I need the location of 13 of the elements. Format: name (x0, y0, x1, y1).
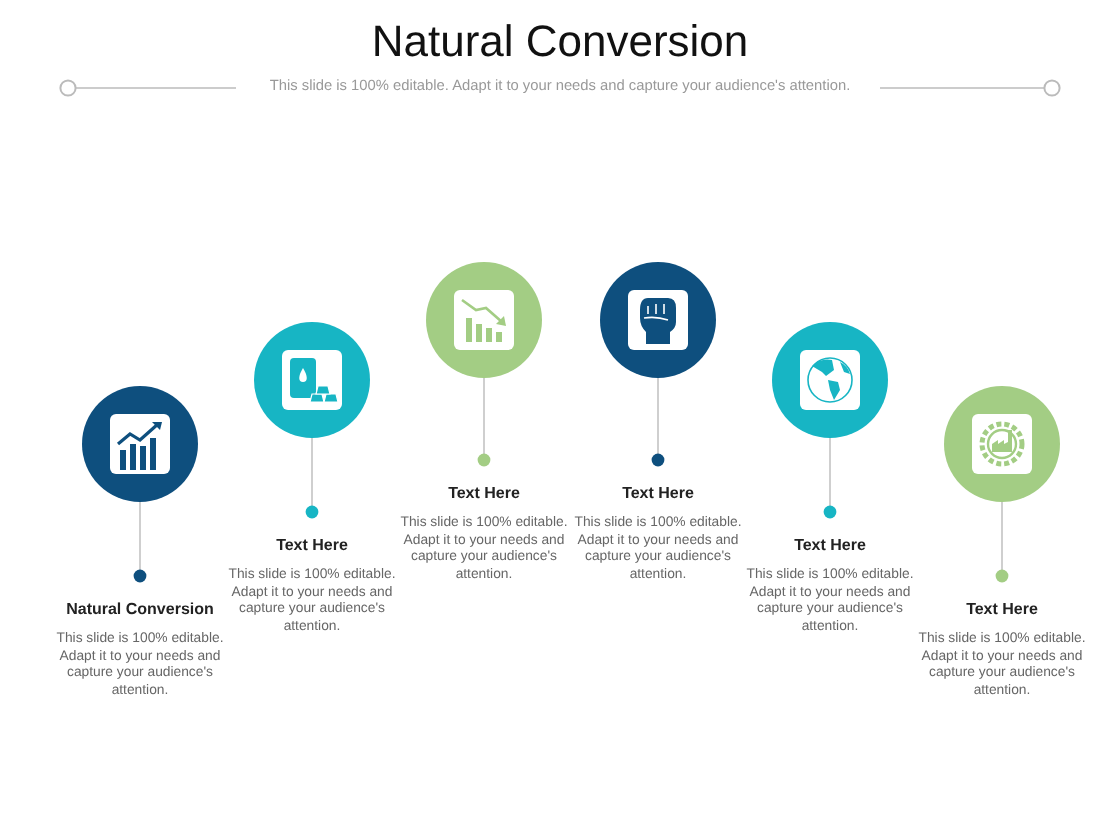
connector-line (823, 437, 837, 519)
connector-line (133, 501, 147, 583)
heading: Text Here (964, 600, 1040, 618)
connector-line (477, 377, 491, 467)
connector-line (305, 437, 319, 519)
connector-line (651, 377, 665, 467)
heading: Natural Conversion (64, 600, 216, 618)
heading: Text Here (446, 484, 522, 502)
heading: Text Here (274, 536, 350, 554)
connector-line (995, 501, 1009, 583)
heading: Text Here (620, 484, 696, 502)
heading: Text Here (792, 536, 868, 554)
title: Natural Conversion (369, 16, 751, 68)
